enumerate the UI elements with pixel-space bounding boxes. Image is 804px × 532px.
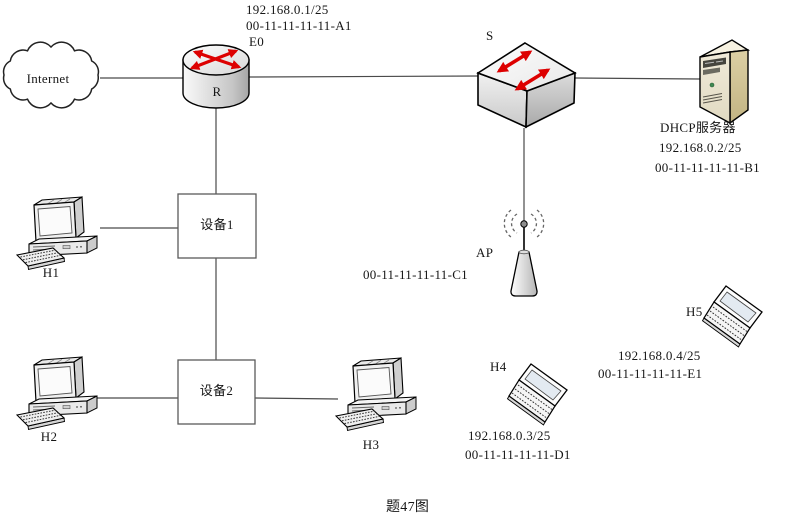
h2-label: H2 — [40, 429, 58, 444]
cloud-icon — [2, 41, 100, 109]
h5-mac-label: 00-11-11-11-11-E1 — [598, 366, 703, 381]
device2-label: 设备2 — [199, 383, 234, 398]
h5-ip-label: 192.168.0.4/25 — [618, 348, 701, 363]
switch-label: S — [486, 28, 494, 43]
h4-ip-label: 192.168.0.3/25 — [468, 428, 551, 443]
h5-label: H5 — [686, 304, 703, 319]
router-mac-label: 00-11-11-11-11-A1 — [246, 18, 352, 33]
router-interface-label: E0 — [249, 34, 265, 49]
desktop-pc-icon-h1 — [16, 196, 98, 271]
h1-label: H1 — [42, 265, 60, 280]
link-device2-h3 — [254, 397, 339, 400]
ap-mac-label: 00-11-11-11-11-C1 — [363, 267, 468, 282]
desktop-pc-icon-h3 — [335, 357, 417, 432]
internet-label: Internet — [26, 71, 70, 86]
switch-icon — [476, 42, 577, 129]
dhcp-server-mac-label: 00-11-11-11-11-B1 — [655, 160, 760, 175]
figure-caption: 题47图 — [386, 500, 430, 515]
device2-box — [177, 359, 256, 425]
h4-label: H4 — [490, 359, 507, 374]
link-switch-server — [574, 77, 701, 80]
router-icon — [182, 44, 250, 109]
router-label: R — [212, 84, 222, 99]
dhcp-server-name-label: DHCP服务器 — [660, 120, 736, 135]
laptop-icon-h4 — [506, 363, 568, 426]
dhcp-server-ip-label: 192.168.0.2/25 — [659, 140, 742, 155]
laptop-icon-h5 — [701, 285, 763, 348]
h4-mac-label: 00-11-11-11-11-D1 — [465, 447, 571, 462]
access-point-icon — [503, 209, 545, 297]
device1-label: 设备1 — [200, 217, 234, 232]
router-ip-label: 192.168.0.1/25 — [246, 2, 329, 17]
ap-label: AP — [476, 245, 494, 260]
server-tower-icon — [699, 39, 751, 125]
desktop-pc-icon-h2 — [16, 356, 98, 431]
h3-label: H3 — [362, 437, 380, 452]
device1-box — [177, 193, 257, 259]
link-router-switch — [248, 75, 480, 78]
